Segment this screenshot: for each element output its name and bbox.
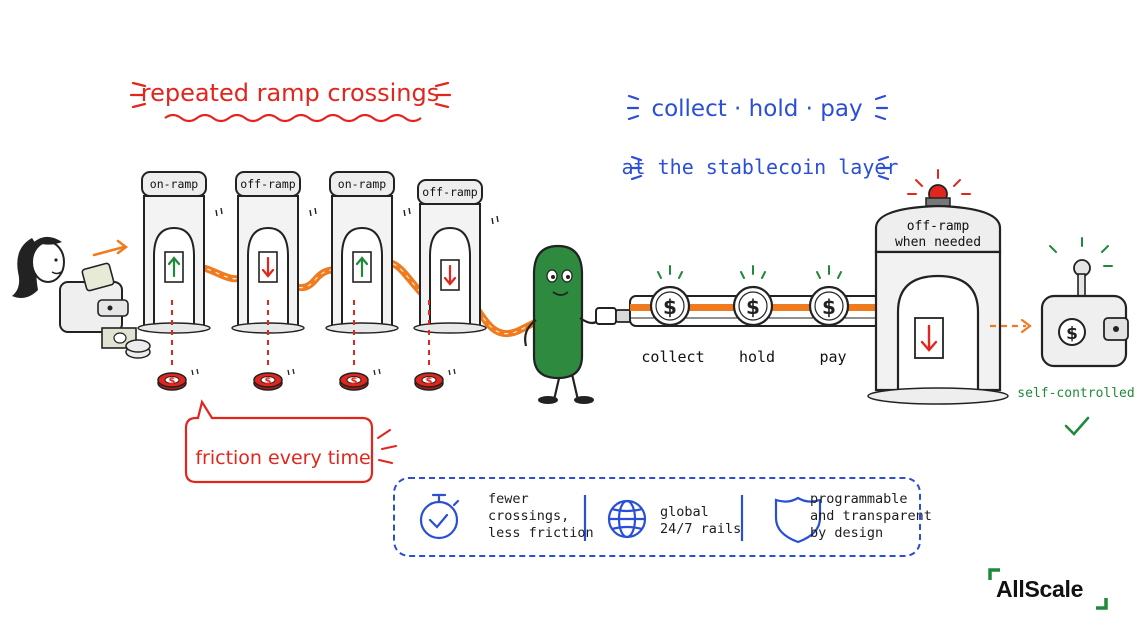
globe-icon [607, 499, 647, 539]
step-collect: $ collect [641, 265, 705, 366]
sparkle-icon [740, 265, 766, 279]
sparkle-icon [816, 265, 842, 279]
step-label: collect [641, 348, 704, 366]
subline-right-text: at the stablecoin layer [622, 155, 899, 179]
feature-programmable-text: programmable and transparent by design [810, 491, 932, 542]
feature-line: by design [810, 525, 884, 541]
coin-symbol: $ [746, 295, 760, 319]
feature-line: and transparent [810, 508, 932, 524]
ramp-gates: on-ramp off-ramp on-ramp off-ramp [137, 171, 499, 334]
ramp-gate: on-ramp [137, 171, 223, 334]
checkmark-icon [1064, 416, 1090, 436]
friction-coin: $ [339, 300, 381, 391]
gate-label: on-ramp [338, 177, 387, 191]
shield-icon [774, 496, 822, 544]
coin-symbol: $ [663, 295, 677, 319]
feature-line: 24/7 rails [660, 521, 742, 537]
headline-left: repeated ramp crossings [129, 79, 452, 123]
gate-label: off-ramp [240, 177, 295, 191]
friction-coin: $ [253, 300, 295, 391]
friction-coin: $ [157, 300, 199, 391]
coin-symbol: $ [351, 376, 358, 387]
headline-right: collect · hold · pay at the stablecoin l… [622, 94, 899, 181]
gate-label: off-ramp [422, 185, 477, 199]
handoff-arrow [990, 318, 1032, 334]
arrow-up-icon [167, 256, 181, 278]
final-offramp-gate: off-ramp when needed [867, 169, 1009, 405]
friction-bubble: friction every time [184, 399, 397, 484]
feature-line: programmable [810, 491, 908, 507]
gate-label: on-ramp [150, 177, 199, 191]
headline-left-text: repeated ramp crossings [141, 79, 440, 107]
coin-symbol: $ [265, 376, 272, 387]
coin-symbol: $ [822, 295, 836, 319]
arrow-up-icon [355, 256, 369, 278]
arrow-down-icon [443, 264, 457, 286]
final-gate-line1: off-ramp [907, 219, 970, 234]
headline-right-text: collect · hold · pay [651, 96, 862, 122]
arrow-down-icon [261, 256, 275, 278]
feature-line: global [660, 504, 709, 520]
step-hold: $ hold [732, 265, 775, 366]
ramp-gate: on-ramp [325, 171, 411, 334]
person-with-wallet [12, 236, 151, 359]
step-label: pay [819, 348, 846, 366]
ramp-gate: off-ramp [413, 179, 499, 334]
feature-global-text: global 24/7 rails [660, 504, 741, 538]
stopwatch-icon [419, 493, 460, 540]
sparkle-icon [657, 265, 683, 279]
friction-coin: $ [414, 300, 456, 391]
coin-symbol: $ [426, 376, 433, 387]
step-pay: $ pay [808, 265, 850, 366]
friction-coins: $ $ $ $ [157, 300, 456, 391]
step-label: hold [739, 348, 775, 366]
self-custody-wallet: $ self-controlled [1017, 237, 1135, 436]
brand-logo: AllScale [996, 576, 1084, 602]
feature-friction-text: fewer crossings, less friction [488, 491, 594, 542]
self-controlled-label: self-controlled [1017, 386, 1134, 401]
coin-symbol: $ [169, 376, 176, 387]
feature-line: crossings, [488, 508, 570, 524]
feature-line: fewer [488, 491, 529, 507]
final-gate-line2: when needed [895, 235, 981, 250]
friction-bubble-text: friction every time [195, 447, 370, 469]
wallet-coin-symbol: $ [1066, 324, 1078, 344]
feature-panel [393, 477, 921, 557]
mascot-character [524, 244, 633, 404]
stablecoin-steps: $ collect $ hold $ pay [641, 265, 850, 366]
feature-line: less friction [488, 525, 594, 541]
